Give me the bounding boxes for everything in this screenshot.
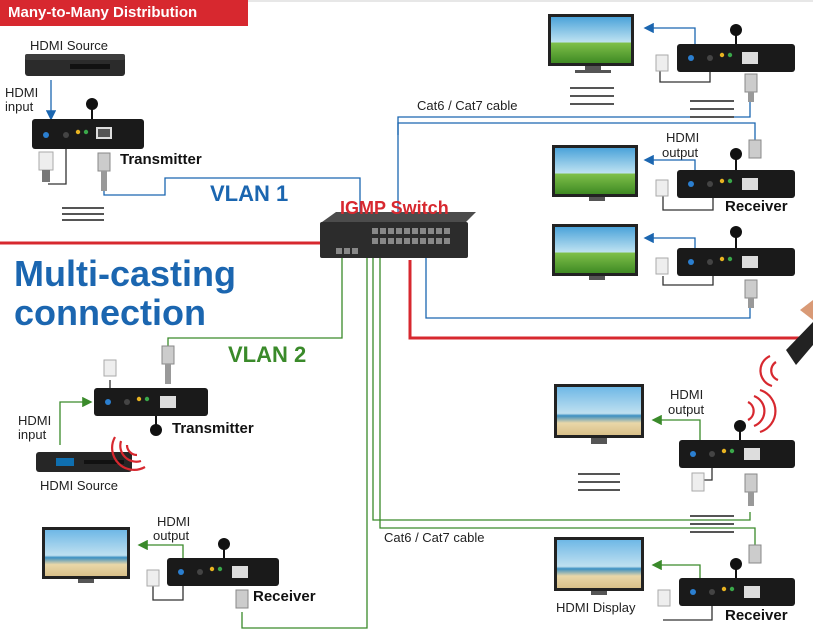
- vlan1-receiver-2: [655, 139, 795, 198]
- vlan2-output-label-right-2: output: [668, 402, 705, 417]
- vlan2-receiver-right-1: [679, 420, 795, 506]
- vlan1-source-label: HDMI Source: [30, 38, 109, 53]
- vlan2-receiver-right-label: Receiver: [725, 607, 788, 624]
- vlan1-receiver-1: [655, 24, 795, 102]
- vlan2-output-label-left-1: HDMI: [157, 514, 191, 529]
- vlan2-display-right-1: [554, 384, 644, 444]
- header-banner: Many-to-Many Distribution: [0, 0, 248, 26]
- vlan1-receiver-3: [655, 226, 795, 308]
- vlan1-display-1-lines: [570, 87, 734, 118]
- vlan1-label: VLAN 1: [210, 181, 289, 206]
- section-divider-right: [408, 260, 813, 340]
- vlan1-transmitter-label: Transmitter: [120, 151, 202, 168]
- vlan1-input-label-2: input: [5, 99, 34, 114]
- vlan1-display-1: [548, 14, 634, 73]
- vlan1-output-label-2: output: [662, 145, 699, 160]
- banner-title: Many-to-Many Distribution: [8, 4, 198, 21]
- vlan2-display-label: HDMI Display: [556, 600, 636, 615]
- vlan2-transmitter-label: Transmitter: [172, 420, 254, 437]
- vlan2-display-right-2: [554, 537, 644, 595]
- vlan1-tx-cable-connector: [97, 152, 111, 191]
- vlan2-input-label-2: input: [18, 427, 47, 442]
- ir-signal-icons: [111, 354, 779, 471]
- vlan1-output-label-1: HDMI: [666, 130, 700, 145]
- vlan2-receiver-right-2: [657, 544, 795, 607]
- vlan2-receiver-left-device: [146, 538, 279, 609]
- vlan1-hdmi-source-device: [25, 54, 125, 76]
- igmp-switch-device: [320, 212, 476, 258]
- vlan2-output-label-right-1: HDMI: [670, 387, 704, 402]
- vlan2-receiver-left-label: Receiver: [253, 588, 316, 605]
- vlan1-tx-power-plug: [38, 151, 54, 182]
- vlan2-hdmi-source-device: [36, 452, 132, 472]
- vlan2-cables: [59, 258, 756, 629]
- vlan1-display-2: [552, 145, 638, 201]
- vlan2-display-left: [42, 527, 130, 583]
- section-title-line2: connection: [14, 292, 207, 333]
- vlan1-receiver-label: Receiver: [725, 198, 788, 215]
- vlan2-input-label-1: HDMI: [18, 413, 52, 428]
- vlan1-display-3: [552, 224, 638, 280]
- vlan1-transmitter-device: [32, 98, 144, 149]
- vlan2-signal-lines: [578, 473, 734, 533]
- vlan2-output-label-left-2: output: [153, 528, 190, 543]
- cable-label-top: Cat6 / Cat7 cable: [417, 98, 518, 113]
- switch-label: IGMP Switch: [340, 198, 449, 218]
- vlan2-transmitter-device: [94, 345, 208, 436]
- vlan2-source-label: HDMI Source: [40, 478, 119, 493]
- cable-label-bottom: Cat6 / Cat7 cable: [384, 530, 485, 545]
- vlan1-input-label-1: HDMI: [5, 85, 39, 100]
- vlan1-tx-signal-lines: [62, 207, 104, 221]
- remote-control-icon: [786, 300, 813, 365]
- section-title-line1: Multi-casting: [14, 253, 236, 294]
- vlan2-label: VLAN 2: [228, 342, 307, 367]
